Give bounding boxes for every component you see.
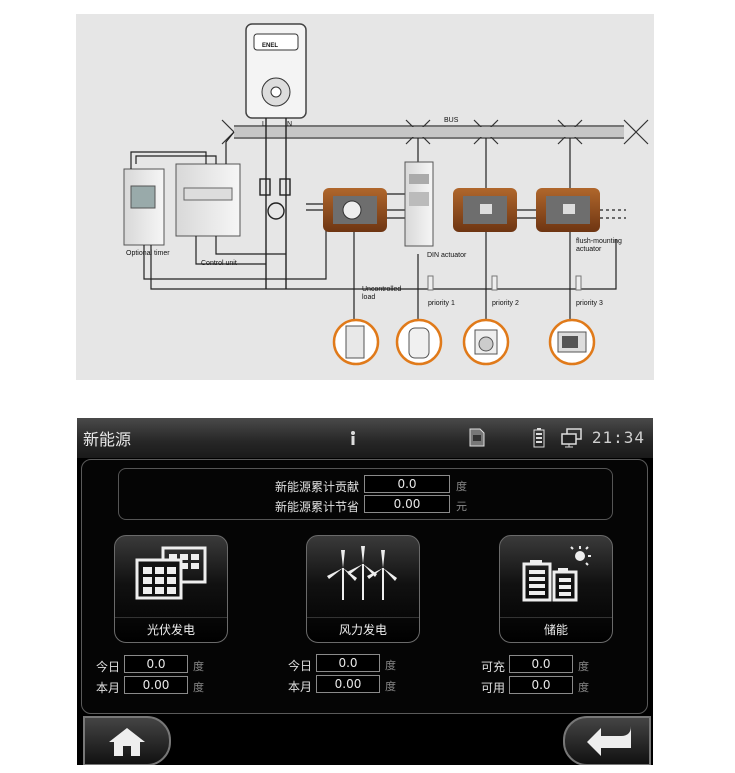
- solar-panel-icon: [133, 546, 209, 606]
- field-label: 可充: [480, 660, 505, 674]
- back-button[interactable]: [563, 716, 651, 765]
- field-label: 可用: [480, 681, 505, 695]
- field-unit: 度: [193, 681, 204, 694]
- touch-panel: 新能源 21:34 新能源累计贡献 0.0 度 新能源累计节省 0.00 元: [77, 418, 653, 765]
- page-title: 新能源: [83, 430, 132, 449]
- control-unit-label: Control unit: [201, 260, 237, 267]
- meter-brand-label: ENEL: [262, 43, 279, 49]
- summary-unit: 元: [456, 500, 467, 513]
- wiring-diagram: ENEL L N BUS Optional timer Control unit…: [76, 14, 654, 380]
- summary-label: 新能源累计贡献: [274, 480, 359, 494]
- field-unit: 度: [385, 680, 396, 693]
- battery-storage-icon: [520, 546, 592, 606]
- optional-timer-label: Optional timer: [126, 250, 170, 257]
- flush-mounting-label-2: actuator: [576, 246, 602, 253]
- field-value: 0.0: [316, 654, 380, 672]
- summary-box: 新能源累计贡献 0.0 度 新能源累计节省 0.00 元: [118, 468, 613, 520]
- return-arrow-icon: [585, 726, 633, 760]
- uncontrolled-load-label-2: load: [362, 294, 376, 301]
- summary-value-field: 0.0: [364, 475, 450, 493]
- battery-icon: [533, 428, 545, 452]
- wind-power-label: 风力发电: [307, 617, 419, 642]
- priority-3-label: priority 3: [576, 300, 603, 307]
- priority-1-label: priority 1: [428, 300, 455, 307]
- sd-card-icon: [469, 428, 485, 451]
- flush-mounting-label-1: flush-mounting: [576, 238, 622, 245]
- uncontrolled-load-label-1: Uncontrolled: [362, 286, 402, 293]
- energy-storage-button[interactable]: 储能: [499, 535, 613, 643]
- wind-power-button[interactable]: 风力发电: [306, 535, 420, 643]
- din-actuator-label: DIN actuator: [427, 252, 467, 259]
- energy-storage-label: 储能: [500, 617, 612, 642]
- content-frame: 新能源累计贡献 0.0 度 新能源累计节省 0.00 元: [81, 459, 648, 714]
- summary-value-field: 0.00: [364, 495, 450, 513]
- field-label: 今日: [287, 659, 312, 673]
- priority-2-label: priority 2: [492, 300, 519, 307]
- field-label: 本月: [95, 681, 120, 695]
- summary-unit: 度: [456, 480, 467, 493]
- line-label: L: [262, 121, 266, 128]
- home-icon: [107, 726, 147, 762]
- field-value: 0.00: [124, 676, 188, 694]
- field-unit: 度: [385, 659, 396, 672]
- wind-turbine-icon: [323, 546, 403, 606]
- wiring-diagram-drawing: [123, 23, 649, 366]
- clock: 21:34: [591, 428, 645, 447]
- field-value: 0.0: [509, 676, 573, 694]
- home-button[interactable]: [83, 716, 171, 765]
- summary-row: 新能源累计节省 0.00 元: [119, 495, 612, 515]
- summary-row: 新能源累计贡献 0.0 度: [119, 475, 612, 495]
- field-unit: 度: [193, 660, 204, 673]
- field-label: 本月: [287, 680, 312, 694]
- field-value: 0.0: [509, 655, 573, 673]
- solar-power-button[interactable]: 光伏发电: [114, 535, 228, 643]
- field-unit: 度: [578, 660, 589, 673]
- field-label: 今日: [95, 660, 120, 674]
- bus-label: BUS: [444, 117, 459, 124]
- field-value: 0.0: [124, 655, 188, 673]
- info-icon[interactable]: [349, 430, 357, 450]
- field-unit: 度: [578, 681, 589, 694]
- network-monitor-icon: [561, 428, 583, 452]
- neutral-label: N: [287, 121, 293, 128]
- field-value: 0.00: [316, 675, 380, 693]
- top-bar: 新能源 21:34: [77, 418, 653, 458]
- solar-power-label: 光伏发电: [115, 617, 227, 642]
- summary-label: 新能源累计节省: [274, 500, 359, 514]
